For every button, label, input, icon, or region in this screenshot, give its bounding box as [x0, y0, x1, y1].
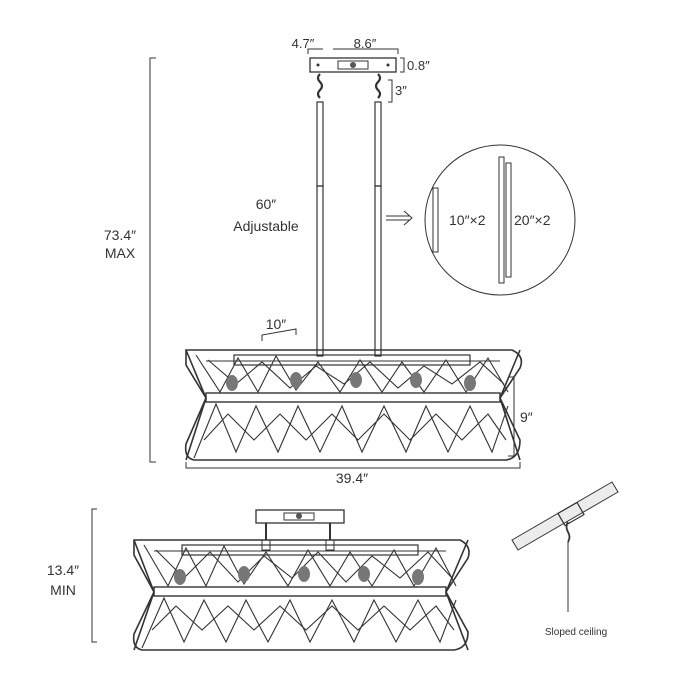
fixture-height-line [508, 376, 515, 457]
canopy-depth-label: 4.7″ [292, 36, 315, 51]
total-height-max-line [149, 57, 156, 463]
suspension-rods [316, 101, 382, 357]
canopy-dimension-lines [307, 48, 405, 103]
chandelier-fixture-min [132, 539, 470, 651]
hook-height-label: 3″ [395, 83, 407, 98]
min-label: MIN [50, 582, 76, 598]
hanging-hooks [316, 73, 382, 99]
long-rods-label: 20″×2 [514, 212, 551, 228]
canopy-width-label: 8.6″ [354, 36, 377, 51]
fixture-width-line [185, 462, 521, 469]
sloped-ceiling-illustration [511, 481, 619, 612]
max-height-view: 4.7″ 8.6″ 0.8″ 3″ 60″ Adjustable [104, 36, 576, 486]
arrow-right-icon [386, 210, 413, 226]
fixture-height-label: 9″ [520, 409, 533, 425]
rods-callout [424, 144, 576, 296]
total-height-min-line [91, 508, 97, 643]
total-height-max-label: 73.4″ [104, 227, 136, 243]
max-label: MAX [105, 245, 136, 261]
short-rods-label: 10″×2 [449, 212, 486, 228]
sloped-ceiling-label: Sloped ceiling [545, 627, 607, 638]
fixture-depth-line [261, 328, 297, 341]
canopy-min [255, 509, 345, 551]
fixture-depth-label: 10″ [266, 316, 287, 332]
fixture-width-label: 39.4″ [336, 470, 368, 486]
canopy-height-label: 0.8″ [407, 58, 430, 73]
total-height-min-label: 13.4″ [47, 562, 79, 578]
chandelier-fixture [184, 349, 523, 461]
canopy [309, 57, 397, 73]
rod-length-label: 60″ [256, 196, 277, 212]
min-height-view: 13.4″ MIN [47, 508, 470, 651]
rod-adjustable-label: Adjustable [233, 218, 299, 234]
